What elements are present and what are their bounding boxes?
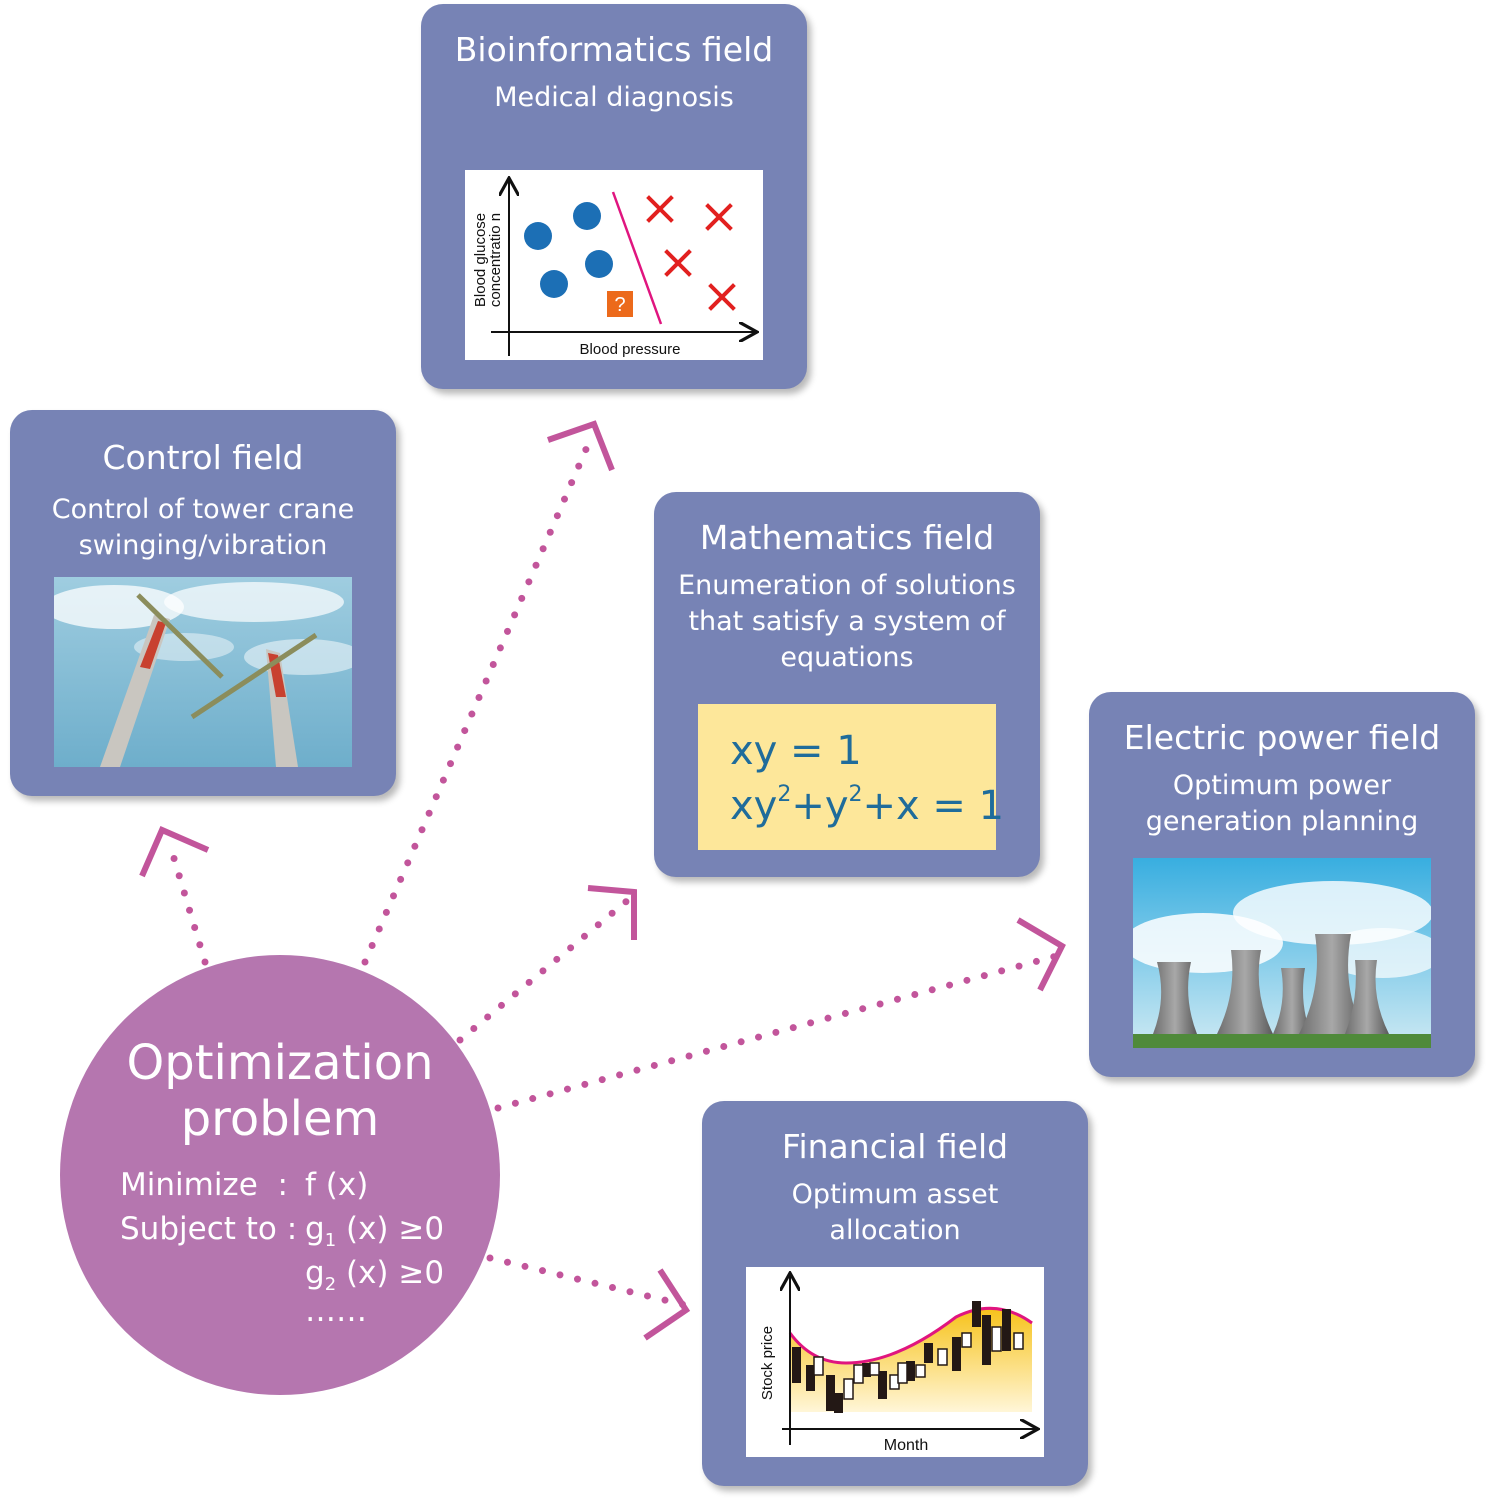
objective-function: f (x) — [305, 1167, 369, 1203]
subject-to-label: Subject to : — [120, 1211, 298, 1247]
control-field-subtitle-1: Control of tower crane — [51, 494, 355, 525]
bioinformatics-field-card: Bioinformatics field Medical diagnosis — [421, 4, 807, 389]
arrow-to-finance — [486, 1254, 689, 1309]
x-axis-label: Blood pressure — [580, 341, 681, 358]
healthy-point — [585, 250, 613, 278]
cooling-tower — [1217, 950, 1273, 1034]
decision-boundary — [611, 191, 663, 325]
more-constraints-ellipsis: …… — [305, 1293, 367, 1329]
mathematics-field-title: Mathematics field — [699, 518, 995, 557]
y-axis-label-2: concentratio n — [487, 213, 504, 307]
mathematics-field-card: Mathematics field Enumeration of solutio… — [654, 492, 1040, 877]
arrow-to-control — [166, 841, 209, 966]
patient-cross — [664, 249, 692, 277]
healthy-point — [540, 270, 568, 298]
cooling-tower — [1153, 962, 1197, 1034]
minimize-label: Minimize : — [120, 1167, 288, 1203]
y-axis-label-1: Blood glucose — [472, 213, 489, 307]
patient-cross — [646, 195, 674, 223]
arrow-to-power — [494, 951, 1064, 1112]
tower-crane-photo — [54, 577, 352, 767]
electric-power-field-title: Electric power field — [1123, 718, 1441, 757]
mathematics-field-subtitle-1: Enumeration of solutions — [678, 570, 1016, 601]
unknown-sample — [607, 291, 633, 317]
constraint-2: g2 (x) ≥0 — [305, 1255, 445, 1296]
bioinformatics-field-title: Bioinformatics field — [454, 30, 774, 69]
cooling-tower — [1299, 934, 1365, 1034]
healthy-point — [573, 202, 601, 230]
arrow-to-bio — [361, 436, 594, 966]
control-field-card: Control field Control of tower crane swi… — [10, 410, 396, 796]
y-axis-label: Stock price — [759, 1326, 776, 1400]
arrowhead-control — [139, 826, 210, 878]
power-plant-photo — [1133, 858, 1431, 1048]
financial-field-card: Financial field Optimum asset allocation — [702, 1101, 1088, 1486]
control-field-subtitle-2: swinging/vibration — [78, 530, 328, 561]
healthy-point — [524, 222, 552, 250]
financial-field-subtitle-1: Optimum asset — [791, 1179, 999, 1210]
electric-power-field-card: Electric power field Optimum power gener… — [1089, 692, 1475, 1077]
arrow-to-math — [456, 896, 632, 1044]
arrowhead-finance — [643, 1268, 691, 1341]
financial-field-subtitle-2: allocation — [829, 1215, 961, 1246]
mathematics-field-subtitle-2: that satisfy a system of — [688, 606, 1006, 637]
electric-power-field-subtitle-1: Optimum power — [1172, 770, 1392, 801]
optimization-problem-circle: Optimization problem Minimize : f (x) Su… — [60, 955, 500, 1395]
arrowhead-math — [587, 885, 637, 940]
bioinformatics-field-subtitle: Medical diagnosis — [494, 82, 734, 113]
constraint-1: g1 (x) ≥0 — [305, 1211, 445, 1252]
cooling-tower — [1345, 960, 1389, 1034]
patient-cross — [705, 203, 733, 231]
arrowhead-power — [1016, 917, 1066, 992]
equation-1: xy = 1 — [730, 728, 862, 774]
cooling-tower — [1273, 968, 1311, 1034]
arrowhead-bio — [547, 420, 615, 472]
electric-power-field-subtitle-2: generation planning — [1145, 806, 1419, 837]
financial-field-title: Financial field — [781, 1127, 1009, 1166]
mathematics-field-subtitle-3: equations — [780, 642, 914, 673]
control-field-title: Control field — [102, 438, 304, 477]
stock-price-chart: Month Stock price — [746, 1267, 1044, 1457]
diagnosis-scatter-chart: ? Blood pressure Blood glucose concentra… — [465, 170, 763, 360]
x-axis-label: Month — [884, 1437, 928, 1454]
unknown-sample-mark: ? — [614, 294, 625, 316]
optimization-title: Optimization problem — [126, 1035, 434, 1147]
patient-cross — [708, 283, 736, 311]
